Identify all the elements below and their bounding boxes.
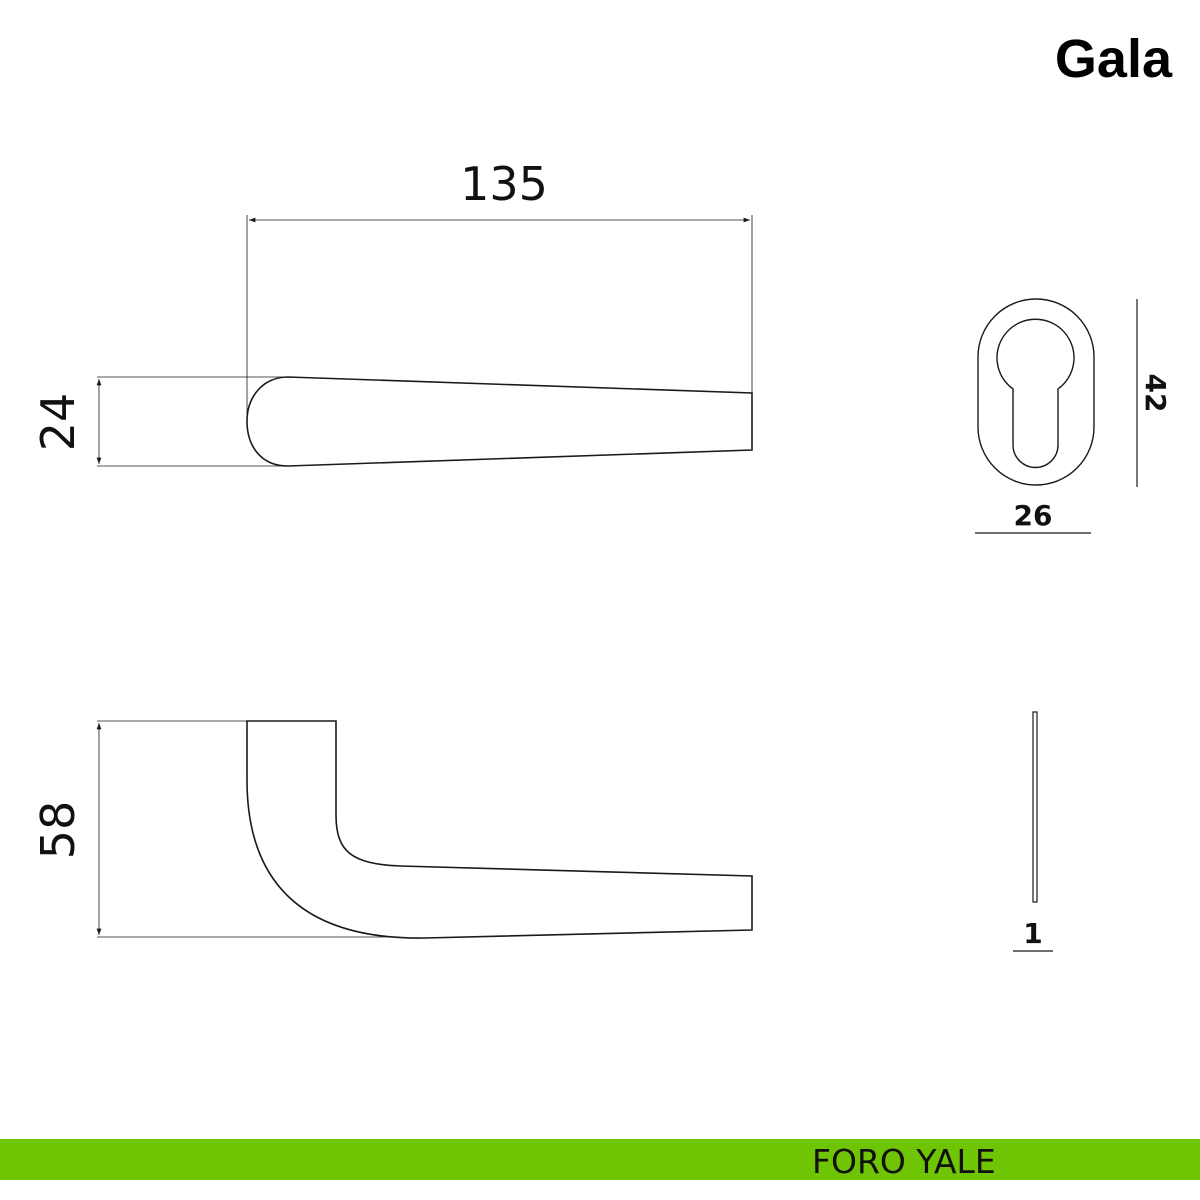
- escutcheon-height-label: 42: [1139, 374, 1172, 413]
- height-side-label: 58: [31, 801, 85, 860]
- keyhole-icon: [996, 318, 1075, 469]
- product-title: Gala: [1054, 29, 1172, 89]
- length-dimension-label: 135: [460, 157, 548, 211]
- footer-label: FORO YALE: [812, 1142, 996, 1181]
- escutcheon-width-label: 26: [1014, 499, 1053, 532]
- plate-side-drawing: 1: [1013, 711, 1053, 952]
- handle-side-outline: [246, 720, 753, 939]
- handle-top-view: 135 24: [31, 157, 753, 467]
- footer-bar: FORO YALE: [0, 1139, 1200, 1181]
- plate-thickness-label: 1: [1023, 917, 1042, 950]
- handle-side-view: 58: [31, 720, 753, 939]
- escutcheon-outline: [977, 298, 1095, 486]
- handle-top-outline: [246, 376, 753, 467]
- height-top-label: 24: [31, 393, 85, 452]
- plate-outline: [1032, 711, 1038, 903]
- escutcheon-drawing: 42 26: [975, 298, 1172, 534]
